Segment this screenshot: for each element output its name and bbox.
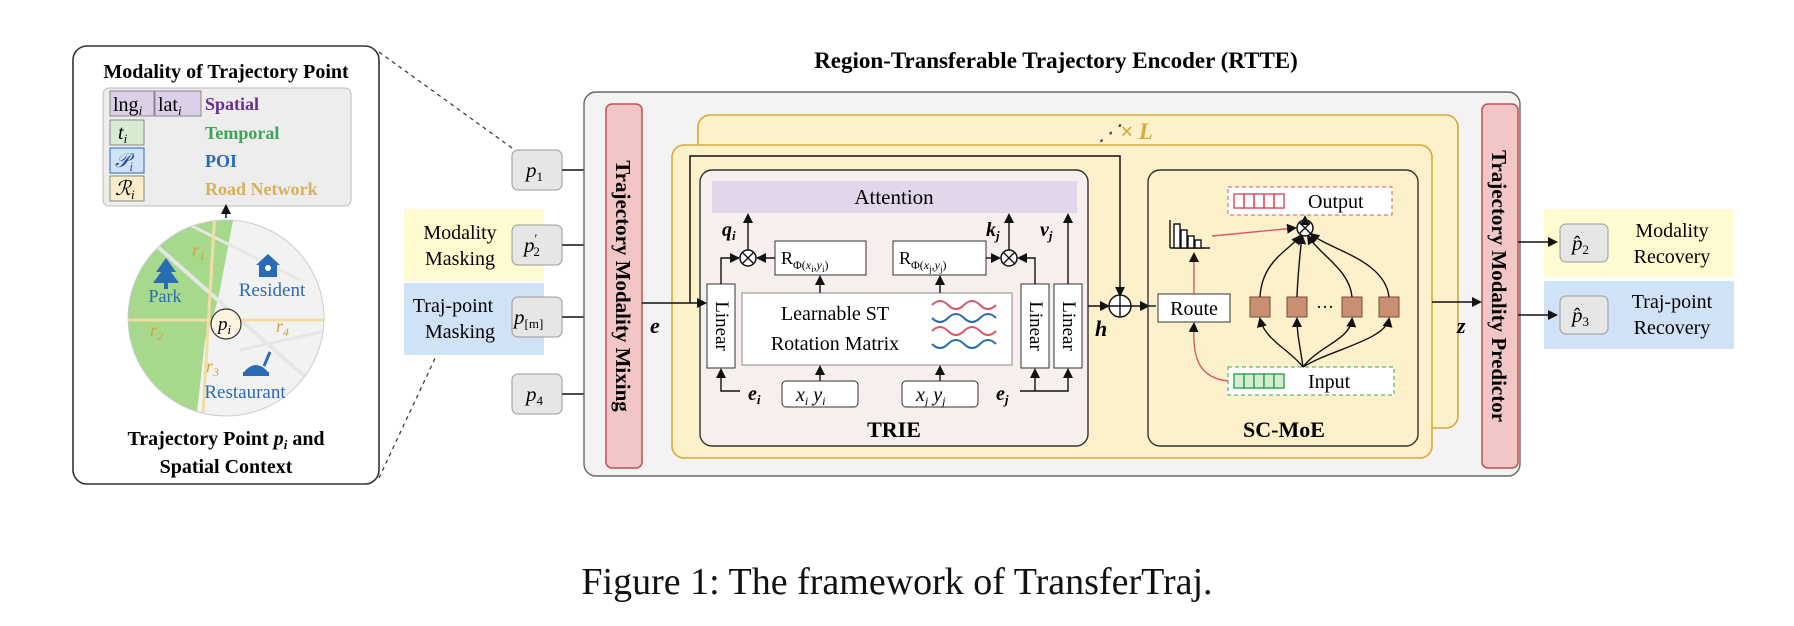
modality-panel: Modality of Trajectory Point lngi lati S… bbox=[72, 45, 380, 485]
svg-text:Rotation Matrix: Rotation Matrix bbox=[771, 333, 899, 355]
rotation-rj bbox=[892, 240, 987, 276]
coord-i-box bbox=[781, 380, 859, 408]
trajpoint-recovery-line2: Recovery bbox=[1634, 317, 1711, 339]
e-label: e bbox=[650, 313, 660, 338]
route-label: Route bbox=[1170, 298, 1218, 320]
trajpoint-masking-line1: Traj-point bbox=[413, 295, 494, 317]
trajpoint-masking-line2: Masking bbox=[425, 321, 495, 343]
modality-masking-line2: Masking bbox=[425, 248, 495, 270]
rtte-title: Region-Transferable Trajectory Encoder (… bbox=[814, 48, 1298, 73]
expert-4 bbox=[1378, 296, 1400, 318]
spatial-context-map bbox=[128, 220, 324, 416]
rotation-waves-icon bbox=[931, 300, 997, 349]
expert-connections bbox=[1256, 232, 1393, 368]
road-symbol: ℛi bbox=[115, 178, 135, 202]
gate-histogram-icon bbox=[1169, 220, 1210, 249]
output-token-p3: p̂3 bbox=[1559, 295, 1609, 335]
svg-text:p′2: p′2 bbox=[522, 231, 540, 259]
resident-label: Resident bbox=[239, 280, 306, 301]
spatial-label: Spatial bbox=[205, 94, 259, 114]
svg-text:Learnable ST: Learnable ST bbox=[781, 303, 889, 325]
modality-masking-line1: Modality bbox=[423, 222, 496, 244]
road-label: Road Network bbox=[205, 179, 318, 199]
input-token-p2-masked: p′2 bbox=[511, 224, 563, 266]
trajectory-point-marker bbox=[210, 308, 242, 340]
input-token-p4: p4 bbox=[511, 373, 563, 415]
expert-ellipsis: ··· bbox=[1316, 297, 1334, 317]
mixing-label: Trajectory Modality Mixing bbox=[611, 160, 635, 412]
attention-block bbox=[712, 181, 1077, 213]
repeat-dots: ⋰ bbox=[1098, 120, 1122, 145]
z-label: z bbox=[1456, 313, 1466, 338]
input-token-p1: p1 bbox=[511, 149, 563, 191]
restaurant-label: Restaurant bbox=[204, 382, 286, 403]
svg-text:Linear: Linear bbox=[1025, 301, 1046, 351]
svg-text:xi yi: xi yi bbox=[795, 384, 825, 408]
repeat-label: × L bbox=[1120, 119, 1153, 144]
context-title-line1: Trajectory Point pi and bbox=[127, 428, 324, 452]
expert-2 bbox=[1286, 296, 1308, 318]
expert-1 bbox=[1249, 296, 1271, 318]
moe-output-label: Output bbox=[1308, 191, 1364, 213]
input-token-pm: p[m] bbox=[511, 296, 563, 338]
linear-k bbox=[1020, 283, 1050, 369]
coord-j-box bbox=[901, 380, 979, 408]
svg-text:Linear: Linear bbox=[1058, 301, 1079, 351]
moe-output-box bbox=[1227, 186, 1393, 216]
output-cells bbox=[1233, 193, 1285, 209]
trajectory-modality-predictor bbox=[1481, 103, 1519, 469]
modality-panel-title: Modality of Trajectory Point bbox=[103, 61, 349, 83]
temporal-label: Temporal bbox=[205, 123, 279, 143]
svg-text:xj yj: xj yj bbox=[915, 384, 946, 408]
poi-label: POI bbox=[205, 151, 237, 171]
attention-label: Attention bbox=[854, 185, 934, 209]
trajectory-modality-mixing bbox=[605, 103, 643, 469]
predictor-label: Trajectory Modality Predictor bbox=[1487, 150, 1511, 422]
moe-input-label: Input bbox=[1308, 371, 1351, 393]
resident-home-icon bbox=[256, 254, 280, 277]
context-title-line2: Spatial Context bbox=[160, 456, 293, 478]
park-label: Park bbox=[149, 286, 182, 306]
input-cells bbox=[1233, 373, 1285, 389]
restaurant-icon bbox=[243, 351, 272, 376]
figure-caption: Figure 1: The framework of TransferTraj. bbox=[581, 561, 1213, 603]
svg-text:Linear: Linear bbox=[711, 301, 732, 351]
route-block bbox=[1157, 293, 1231, 323]
park-tree-icon bbox=[153, 258, 179, 289]
t-symbol: ti bbox=[118, 122, 128, 146]
lng-symbol: lngi bbox=[113, 94, 143, 118]
output-token-p2: p̂2 bbox=[1559, 223, 1609, 263]
h-label: h bbox=[1095, 316, 1107, 341]
sc-moe-label: SC-MoE bbox=[1243, 417, 1325, 442]
trie-label: TRIE bbox=[867, 417, 921, 442]
trajpoint-recovery-line1: Traj-point bbox=[1632, 291, 1713, 313]
modality-recovery-line1: Modality bbox=[1635, 220, 1708, 242]
modality-recovery-line2: Recovery bbox=[1634, 246, 1711, 268]
expert-3 bbox=[1341, 296, 1363, 318]
